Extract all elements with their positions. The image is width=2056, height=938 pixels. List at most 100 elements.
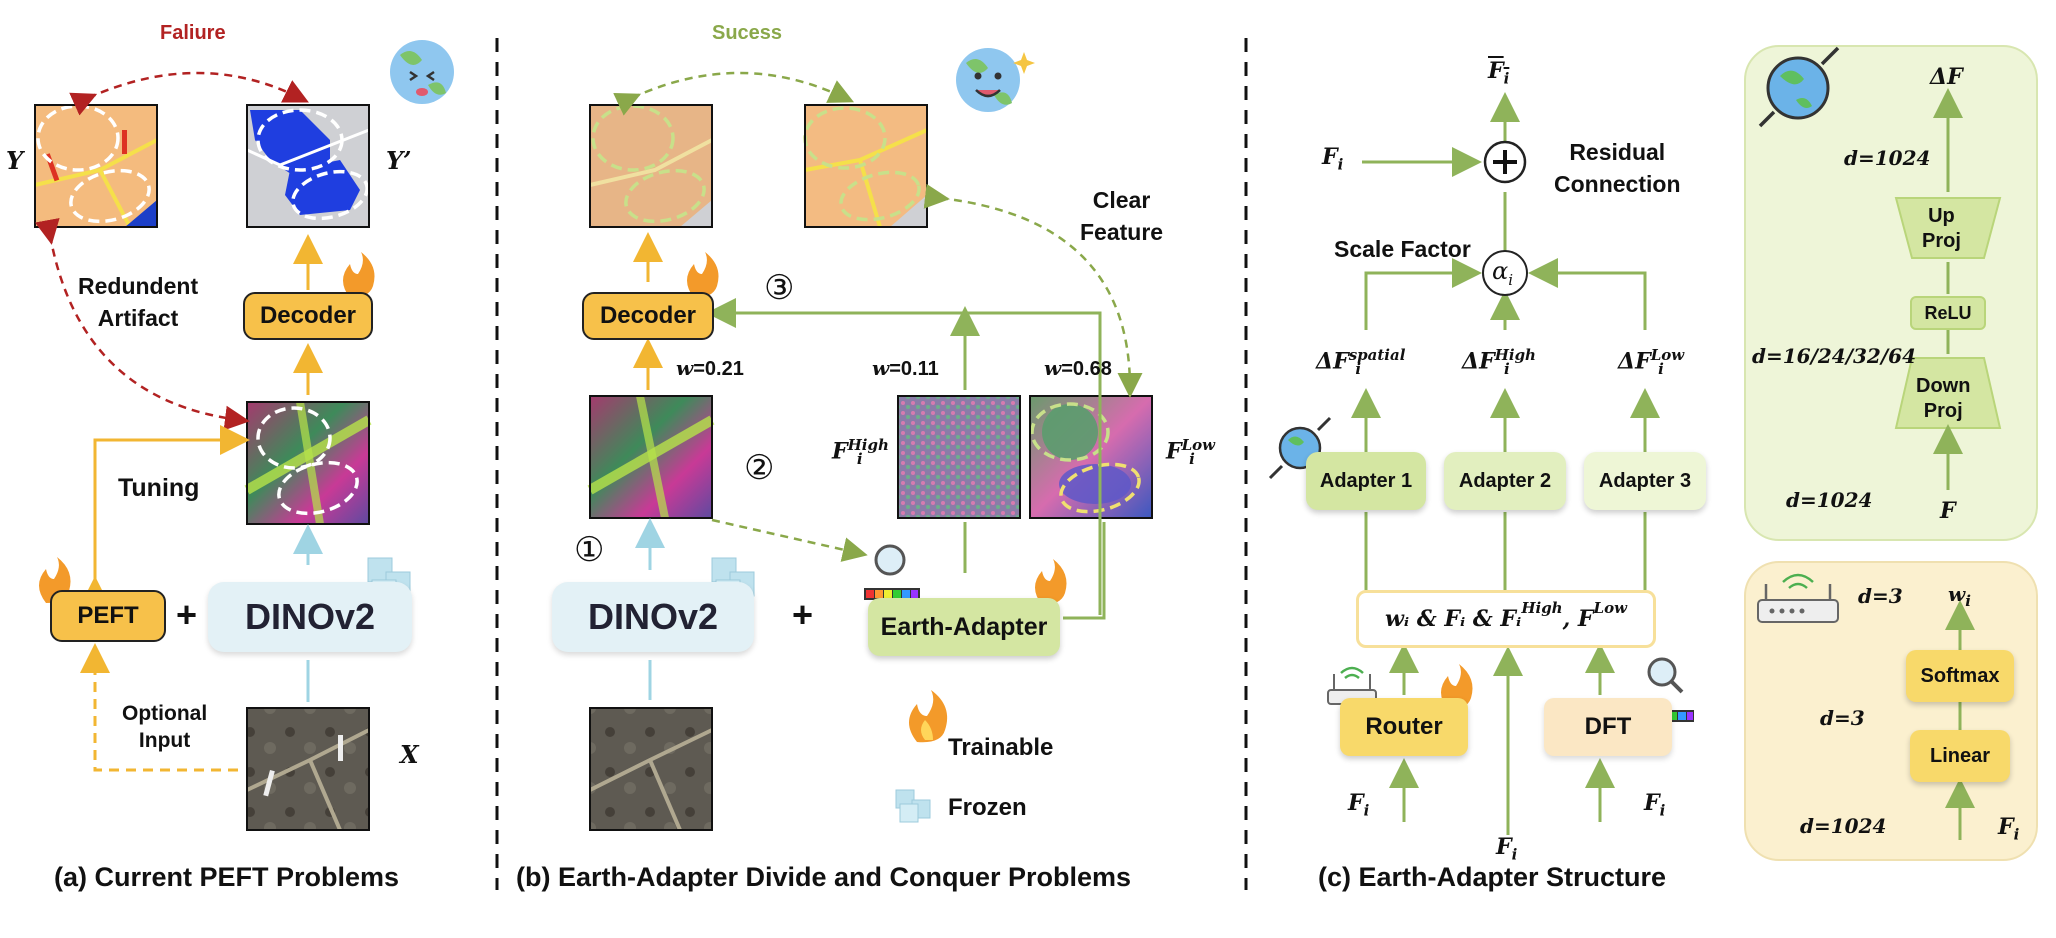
low-to-alpha-arrow	[1528, 258, 1647, 330]
relu-box: ReLU	[1910, 296, 1986, 330]
caption-a: (a) Current PEFT Problems	[54, 862, 400, 892]
f-low-label-b: FLowi	[1166, 436, 1215, 468]
tuning-arrow	[80, 425, 250, 606]
fi-residual-label: Fi	[1322, 144, 1343, 173]
dF-low-label: ΔFLowi	[1618, 346, 1684, 378]
alpha-base: α	[1492, 257, 1509, 285]
fi-router-sub: i	[1363, 801, 1370, 820]
wi-label: wi	[1948, 582, 1971, 610]
adapter-3-box: Adapter 3	[1584, 452, 1706, 510]
w1-symbol: w	[676, 356, 694, 380]
dinov2-label-a: DINOv2	[244, 596, 376, 637]
down-proj-label: Down Proj	[1916, 375, 1971, 422]
d3-mid-label: d=3	[1820, 706, 1865, 730]
dF-low-sub: i	[1658, 359, 1664, 378]
f-input-label: F	[1940, 498, 1956, 524]
peft-box: PEFT	[50, 590, 166, 642]
earth-adapter-box: Earth-Adapter	[868, 598, 1060, 656]
dF-low-base: ΔF	[1618, 348, 1651, 375]
adapter-3-label: Adapter 3	[1598, 469, 1692, 492]
decoder-box-a: Decoder	[243, 292, 373, 340]
trainable-label: Trainable	[948, 734, 1054, 761]
fi-router-base: F	[1348, 790, 1364, 816]
down-proj-trapezoid	[1894, 357, 2002, 429]
f-high-sub: i	[856, 449, 863, 468]
panel-a-input-image-x	[246, 707, 370, 831]
softmax-label: Softmax	[1920, 664, 2000, 687]
fi-e-sub: i	[2013, 825, 2020, 844]
panel-a-prediction-map-y-prime	[246, 104, 370, 228]
fi-dft-label: Fi	[1644, 790, 1665, 819]
f-low-sub: i	[1189, 449, 1195, 468]
flame-icon-earth-adapter	[1035, 559, 1067, 605]
scale-factor-label: Scale Factor	[1334, 236, 1471, 262]
fi-router-label: Fi	[1348, 790, 1369, 819]
dinov2-label-b: DINOv2	[587, 596, 719, 637]
fi-residual-base: F	[1322, 144, 1338, 170]
f-high-label-b: FHighi	[832, 436, 889, 468]
cube-icon-legend	[895, 789, 931, 823]
linear-box: Linear	[1910, 730, 2010, 782]
adapter-to-decoder-arrow	[706, 298, 1102, 615]
feature-to-adapter-dashed-arrow	[711, 518, 868, 562]
sad-globe-icon	[390, 40, 454, 104]
peft-label: PEFT	[77, 602, 139, 629]
w2-value: =0.11	[889, 358, 939, 380]
d3-top-label: d=3	[1858, 584, 1903, 608]
f-low-base: F	[1166, 438, 1182, 465]
fi-dft-sub: i	[1659, 801, 1666, 820]
d1024-top-label: d=1024	[1844, 146, 1931, 170]
caption-c: (c) Earth-Adapter Structure	[1318, 862, 1667, 892]
router-box: Router	[1340, 698, 1468, 756]
adapter-2-box: Adapter 2	[1444, 452, 1566, 510]
decoder-label-a: Decoder	[259, 302, 357, 329]
panel-b-low-freq-map	[1029, 395, 1153, 519]
dinov2-box-a: DINOv2	[208, 582, 412, 652]
x-label: X	[400, 740, 419, 769]
happy-globe-icon	[956, 48, 1035, 112]
fi-e-label: Fi	[1998, 814, 2019, 843]
adapter-to-low-line	[1063, 522, 1106, 620]
d-mid-label: d=16/24/32/64	[1752, 344, 1916, 368]
y-label: Y	[6, 146, 24, 175]
mix-comma: , F	[1562, 606, 1594, 632]
fbar-base: F	[1488, 58, 1504, 84]
y-prime-label: Y’	[386, 146, 412, 175]
mix-box: wᵢ & Fᵢ & Fᵢ High , F Low	[1356, 590, 1656, 648]
dF-high-sub: i	[1503, 359, 1510, 378]
linear-label: Linear	[1929, 744, 1991, 767]
flame-icon-legend	[909, 690, 948, 743]
f-low-sup: Low	[1181, 436, 1216, 454]
optional-input-label: Optional Input	[122, 702, 208, 752]
failure-arrow	[69, 71, 309, 116]
dft-label: DFT	[1584, 713, 1632, 740]
step-2: ②	[744, 448, 775, 488]
success-arrow	[613, 71, 855, 116]
step-3: ③	[764, 268, 795, 308]
fi-e-base: F	[1998, 814, 2014, 840]
plus-sign-a: +	[176, 594, 198, 635]
dF-high-sup: High	[1494, 346, 1536, 364]
panel-b-result-map-1	[589, 104, 713, 228]
flame-icon-decoder-a	[343, 252, 375, 298]
dF-spatial-label: ΔFspatiali	[1316, 346, 1405, 378]
wi-sub: i	[1965, 592, 1971, 610]
delta-f-label: ΔF	[1930, 64, 1963, 90]
adapter-detail-panel	[1744, 45, 2038, 541]
fi-center-base: F	[1496, 834, 1512, 860]
frozen-label: Frozen	[948, 794, 1027, 821]
dF-high-label: ΔFHighi	[1462, 346, 1536, 378]
w3-value: =0.68	[1061, 358, 1112, 380]
fbar-label: Fi	[1488, 58, 1509, 87]
panel-b-high-freq-map	[897, 395, 1021, 519]
alpha-sub: i	[1508, 270, 1514, 289]
up-proj-trapezoid	[1894, 197, 2002, 259]
fbar-sub: i	[1503, 69, 1510, 88]
w3-symbol: w	[1044, 356, 1062, 380]
dF-spatial-base: ΔF	[1316, 348, 1349, 375]
caption-b: (b) Earth-Adapter Divide and Conquer Pro…	[516, 862, 1132, 892]
magnifier-spectrum-icon	[864, 544, 920, 600]
relu-label: ReLU	[1924, 302, 1972, 323]
spatial-to-alpha-arrow	[1364, 258, 1482, 330]
